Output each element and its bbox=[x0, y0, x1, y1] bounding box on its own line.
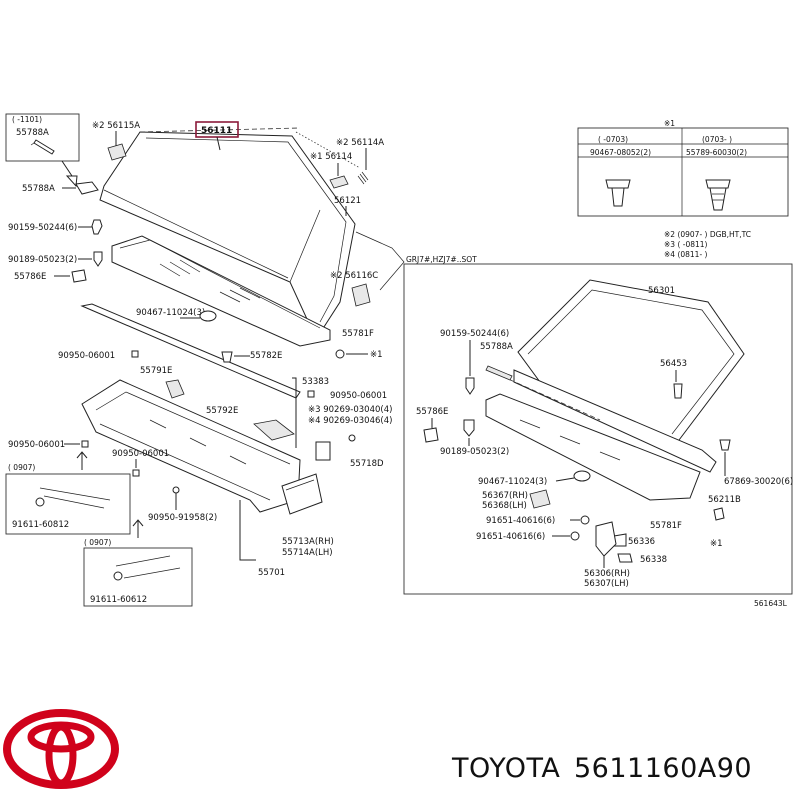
label-90159: 90159-50244(6) bbox=[8, 223, 77, 233]
label-56114: ※1 56114 bbox=[310, 152, 352, 162]
notes: ※2 (0907- ) DGB,HT,TC ※3 ( -0811) ※4 (08… bbox=[664, 230, 751, 259]
label-90950-a: 90950-06001 bbox=[58, 351, 115, 361]
label-91611-a: 91611-60812 bbox=[12, 520, 69, 530]
label-390269: ※3 90269-03040(4) bbox=[308, 405, 392, 415]
label-56115a: ※2 56115A bbox=[92, 121, 140, 131]
label-55791e: 55791E bbox=[140, 366, 172, 376]
arrow-up-icon bbox=[132, 519, 144, 538]
rp-label-56307: 56307(LH) bbox=[584, 579, 629, 589]
rp-label-56367: 56367(RH) bbox=[482, 491, 528, 501]
rp-label-55788a: 55788A bbox=[480, 342, 513, 352]
rp-label-55781f: 55781F bbox=[650, 521, 682, 531]
brand-name: TOYOTA bbox=[451, 753, 560, 784]
label-90950-d: 90950-06001 bbox=[112, 449, 169, 459]
rp-label-56301: 56301 bbox=[648, 286, 675, 296]
label-91611-b: 91611-60612 bbox=[90, 595, 147, 605]
rp-label-56338: 56338 bbox=[640, 555, 667, 565]
svg-text:90467-08052(2): 90467-08052(2) bbox=[590, 148, 651, 157]
rp-label-90189: 90189-05023(2) bbox=[440, 447, 509, 457]
indicator-1: ※1 bbox=[370, 350, 383, 360]
label-56111: 56111 bbox=[201, 126, 232, 136]
svg-text:( 0907): ( 0907) bbox=[84, 538, 111, 547]
legend-table: ※1 ( -0703) (0703- ) 90467-08052(2) 5578… bbox=[577, 119, 789, 217]
rp-label-91651-b: 91651-40616(6) bbox=[476, 532, 545, 542]
cowl-panel bbox=[111, 235, 331, 347]
label-55782e: 55782E bbox=[250, 351, 282, 361]
svg-text:※2 (0907- ) DGB,HT,TC: ※2 (0907- ) DGB,HT,TC bbox=[664, 230, 751, 239]
label-55788a: 55788A bbox=[22, 184, 55, 194]
label-90950-c: 90950-06001 bbox=[8, 440, 65, 450]
rp-label-55786e: 55786E bbox=[416, 407, 448, 417]
label-55792e: 55792E bbox=[206, 406, 238, 416]
label-55701: 55701 bbox=[258, 568, 285, 578]
rp-indicator-1: ※1 bbox=[710, 539, 723, 549]
rp-label-56306: 56306(RH) bbox=[584, 569, 630, 579]
cowl-frame bbox=[81, 379, 323, 515]
svg-text:※4 (0811- ): ※4 (0811- ) bbox=[664, 250, 708, 259]
right-panel: GRJ7#,HZJ7#..SOT 56301 56453 90159-50244… bbox=[403, 255, 793, 595]
rp-label-56336: 56336 bbox=[628, 537, 655, 547]
rp-label-56368: 56368(LH) bbox=[482, 501, 527, 511]
svg-text:( -0703): ( -0703) bbox=[598, 135, 628, 144]
label-55781f: 55781F bbox=[342, 329, 374, 339]
label-55786e: 55786E bbox=[14, 272, 46, 282]
rp-label-91651-a: 91651-40616(6) bbox=[486, 516, 555, 526]
label-56114a: ※2 56114A bbox=[336, 138, 384, 148]
inset-mid-left: ( 0907) 91611-60812 bbox=[5, 463, 131, 535]
svg-text:※3 ( -0811): ※3 ( -0811) bbox=[664, 240, 708, 249]
inset-top-left-label: 55788A bbox=[16, 128, 49, 138]
label-55713a: 55713A(RH) bbox=[282, 537, 334, 547]
inset-bottom-left: ( 0907) 91611-60612 bbox=[83, 538, 193, 607]
label-53383: 53383 bbox=[302, 377, 329, 387]
rp-label-90467: 90467-11024(3) bbox=[478, 477, 547, 487]
diagram-code: 561643L bbox=[754, 599, 788, 608]
rp-label-56211b: 56211B bbox=[708, 495, 741, 505]
rp-label-67869: 67869-30020(6) bbox=[724, 477, 793, 487]
label-90189: 90189-05023(2) bbox=[8, 255, 77, 265]
label-55714a: 55714A(LH) bbox=[282, 548, 333, 558]
label-90950-e: 90950-91958(2) bbox=[148, 513, 217, 523]
rp-label-56453: 56453 bbox=[660, 359, 687, 369]
label-56121: 56121 bbox=[334, 196, 361, 206]
rp-label-90159: 90159-50244(6) bbox=[440, 329, 509, 339]
label-55718d: 55718D bbox=[350, 459, 384, 469]
right-panel-header: GRJ7#,HZJ7#..SOT bbox=[406, 255, 477, 264]
arrow-up-icon bbox=[76, 451, 88, 470]
toyota-logo bbox=[3, 709, 119, 789]
svg-text:( 0907): ( 0907) bbox=[8, 463, 35, 472]
svg-text:(0703- ): (0703- ) bbox=[702, 135, 732, 144]
label-90467: 90467-11024(3) bbox=[136, 308, 205, 318]
part-number: 5611160A90 bbox=[574, 753, 752, 784]
label-490269: ※4 90269-03046(4) bbox=[308, 416, 392, 426]
inset-top-left: ( -1101) 55788A bbox=[5, 113, 80, 162]
label-90950-b: 90950-06001 bbox=[330, 391, 387, 401]
legend-title: ※1 bbox=[664, 119, 675, 128]
inset-top-left-range: ( -1101) bbox=[12, 115, 42, 124]
svg-text:55789-60030(2): 55789-60030(2) bbox=[686, 148, 747, 157]
label-56116c: ※2 56116C bbox=[330, 271, 378, 281]
